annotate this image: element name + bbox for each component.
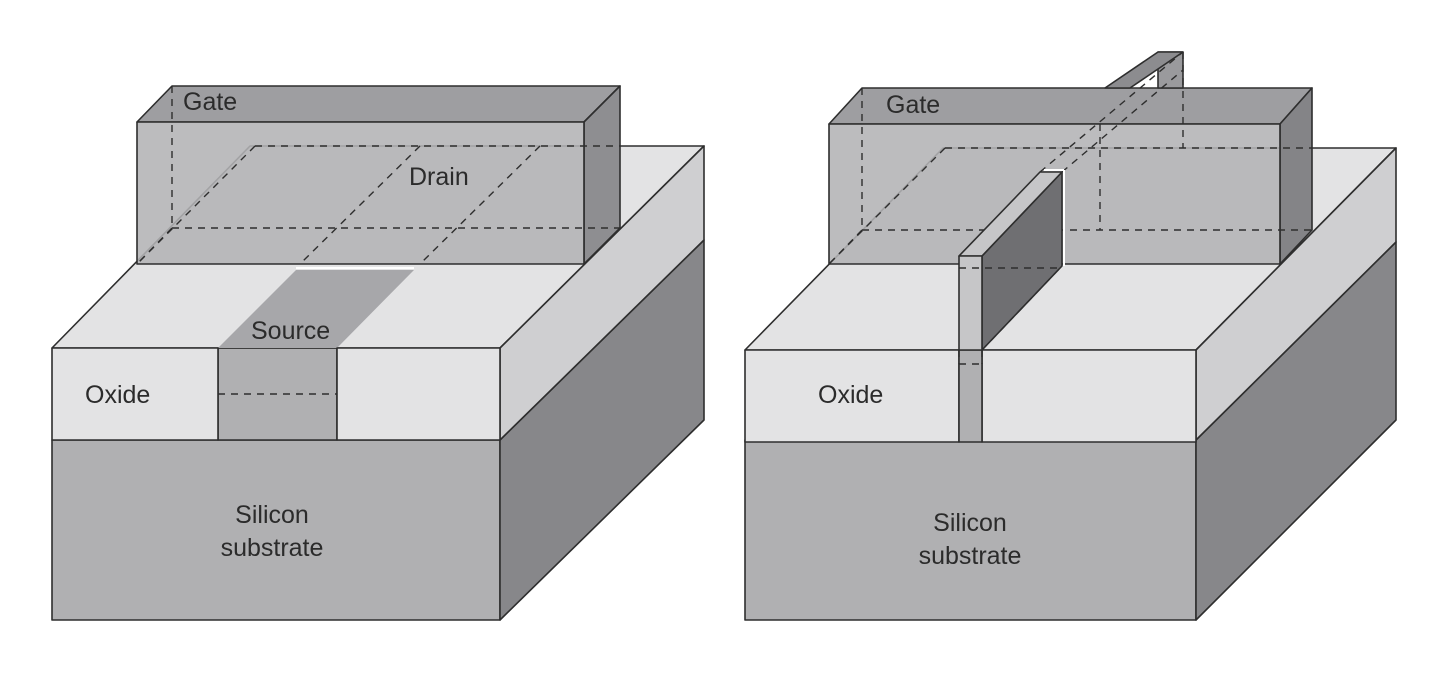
left-substrate-label-2: substrate <box>221 534 324 562</box>
planar-transistor: Gate Drain Source Oxide Silicon substrat… <box>51 85 705 621</box>
right-substrate-label-2: substrate <box>919 542 1022 570</box>
left-source-region <box>218 270 414 348</box>
right-fin-front <box>958 255 983 351</box>
left-substrate-label-1: Silicon <box>235 501 309 529</box>
right-fin-side-top <box>1104 51 1184 89</box>
right-oxide-front-right <box>981 349 1197 443</box>
left-gate-label: Gate <box>183 88 237 116</box>
finfet-transistor: Gate Oxide Silicon substrate <box>744 51 1397 621</box>
left-source-label: Source <box>251 317 330 345</box>
left-gate-front <box>136 121 585 265</box>
left-oxide-label: Oxide <box>85 381 150 409</box>
left-drain-label: Drain <box>409 163 469 191</box>
right-oxide-label: Oxide <box>818 381 883 409</box>
left-oxide-front-right <box>336 347 501 441</box>
right-gate-label: Gate <box>886 91 940 119</box>
left-substrate-front <box>51 439 501 621</box>
left-oxide-front-left <box>51 347 219 441</box>
right-substrate-label-1: Silicon <box>933 509 1007 537</box>
